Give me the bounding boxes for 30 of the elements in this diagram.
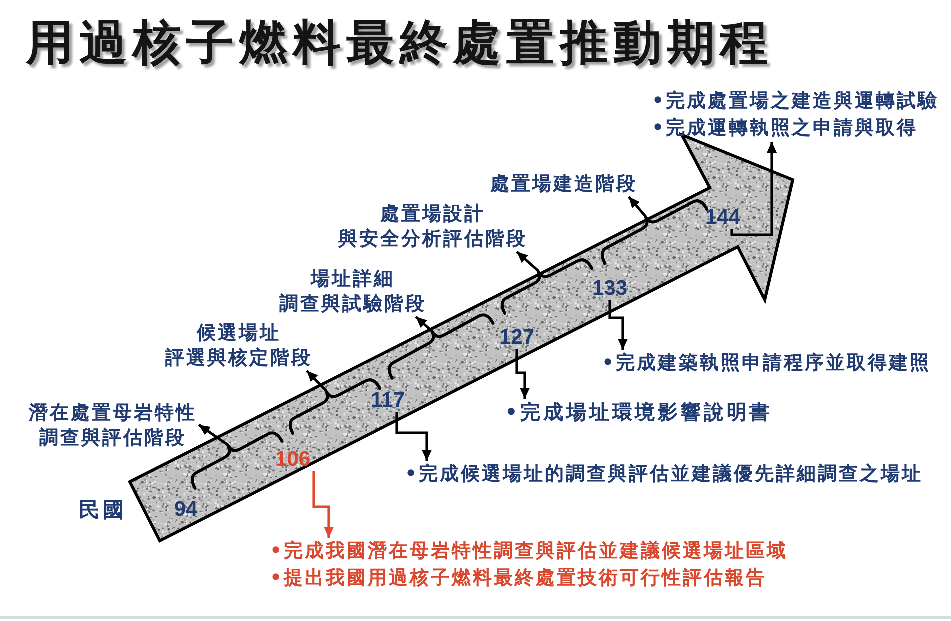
year-number: 144 (700, 207, 746, 229)
leader-arrow (198, 424, 229, 446)
milestone-text: •提出我國用過核子燃料最終處置技術可行性評估報告 (270, 566, 768, 591)
leader-arrow (516, 251, 540, 272)
milestone-text: •完成運轉執照之申請與取得 (652, 116, 920, 141)
connector-arrow (312, 471, 334, 538)
slide-title: 用過核子燃料最終處置推動期程 (26, 15, 774, 71)
phase-label: 場址詳細調查與試驗階段 (278, 267, 428, 317)
leader-arrow (306, 370, 328, 392)
milestone-text: •完成處置場之建造與運轉試驗 (652, 89, 940, 114)
connector-arrow (608, 300, 628, 350)
leader-arrow (628, 196, 647, 218)
year-number: 94 (163, 499, 209, 521)
connector-arrow (516, 349, 530, 399)
year-number: 106 (270, 449, 316, 471)
milestone-text: •完成場址環境影響說明書 (505, 399, 780, 425)
year-number: 127 (494, 327, 540, 349)
phase-label: 候選場址評選與核定階段 (164, 321, 314, 371)
era-label: 民國 (79, 497, 127, 523)
leader-arrow (415, 316, 433, 332)
milestone-text: •完成我國潛在母岩特性調查與評估並建議候選場址區域 (270, 539, 790, 564)
connector-arrow (730, 142, 777, 236)
year-number: 117 (365, 390, 411, 412)
phase-label: 潛在處置母岩特性調查與評估階段 (27, 401, 199, 451)
milestone-text: •完成候選場址的調查與評估並建議優先詳細調查之場址 (405, 461, 935, 487)
phase-label: 處置場設計與安全分析評估階段 (337, 202, 529, 252)
phase-label: 處置場建造階段 (486, 172, 642, 197)
connector-arrow (396, 412, 432, 461)
year-number: 133 (587, 278, 633, 300)
milestone-text: •完成建築執照申請程序並取得建照 (602, 350, 942, 376)
